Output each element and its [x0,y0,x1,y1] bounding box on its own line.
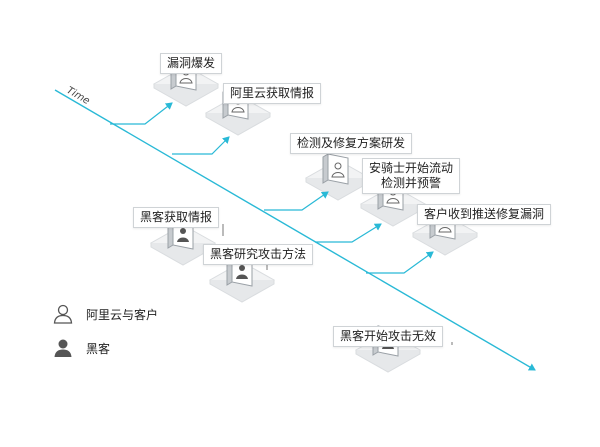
knight-monitor-label: 安骑士开始流动 检测并预警 [362,158,461,194]
legend-customer-label: 阿里云与客户 [86,307,159,322]
hacker-intel-label: 黑客获取情报 [133,207,220,228]
vuln-outbreak-label: 漏洞爆发 [160,53,223,74]
aliyun-intel-label: 阿里云获取情报 [223,83,322,104]
hacker-research-label: 黑客研究攻击方法 [203,244,314,265]
legend-hacker: 黑客 [52,337,110,359]
customer-fix-label: 客户收到推送修复漏洞 [417,204,552,225]
person-filled-icon [54,339,72,357]
person-outline-icon [331,162,345,178]
legend-hacker-label: 黑客 [86,341,111,356]
hacker-intel-node [149,218,217,266]
person-filled-icon [177,228,189,242]
knight-monitor-connector [315,223,382,243]
legend-customer: 阿里云与客户 [52,303,158,325]
detect-fix-dev-connector [264,191,329,211]
person-filled-icon [236,265,248,279]
aliyun-intel-connector [172,136,230,155]
customer-fix-connector [366,251,434,274]
person-outline-icon [53,304,73,324]
detect-fix-dev-label: 检测及修复方案研发 [290,133,413,154]
hacker-research-node [208,255,276,303]
vuln-outbreak-connector [110,102,173,125]
detect-fix-dev-node [304,153,372,201]
hacker-attack-label: 黑客开始攻击无效 [333,326,444,347]
timeline-axis [54,89,536,371]
